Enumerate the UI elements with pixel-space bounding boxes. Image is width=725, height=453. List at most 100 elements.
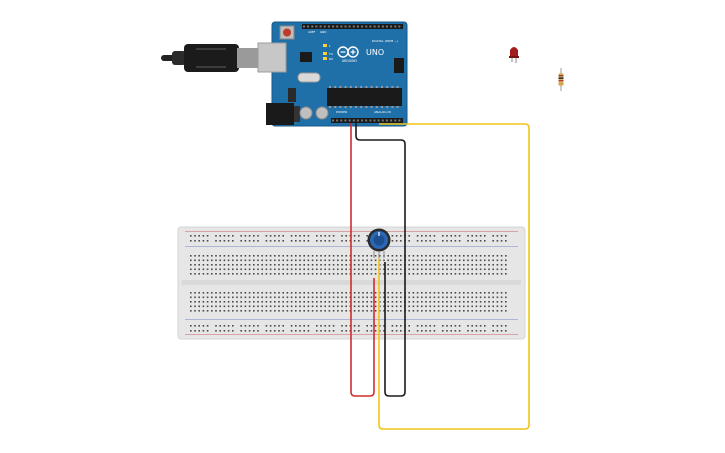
breadboard-hole[interactable] — [412, 268, 415, 271]
header-pin[interactable] — [348, 25, 351, 28]
breadboard-hole[interactable] — [412, 301, 415, 303]
rail-hole[interactable] — [324, 325, 326, 327]
breadboard-hole[interactable] — [429, 292, 431, 294]
rail-hole[interactable] — [328, 330, 331, 332]
breadboard-hole[interactable] — [496, 310, 499, 312]
breadboard-hole[interactable] — [374, 255, 377, 257]
breadboard-hole[interactable] — [211, 264, 213, 266]
breadboard-hole[interactable] — [341, 264, 343, 266]
breadboard-hole[interactable] — [446, 296, 448, 299]
rail-hole[interactable] — [492, 325, 494, 327]
header-pin[interactable] — [319, 25, 322, 28]
rail-hole[interactable] — [395, 330, 398, 332]
rail-hole[interactable] — [307, 325, 310, 327]
rail-hole[interactable] — [257, 235, 259, 237]
breadboard-hole[interactable] — [202, 264, 205, 266]
breadboard-hole[interactable] — [257, 264, 259, 266]
rail-hole[interactable] — [219, 235, 221, 237]
breadboard-hole[interactable] — [391, 301, 394, 303]
rail-hole[interactable] — [341, 330, 343, 332]
breadboard-hole[interactable] — [240, 273, 242, 275]
breadboard-hole[interactable] — [383, 268, 385, 271]
breadboard-hole[interactable] — [458, 305, 461, 308]
breadboard-hole[interactable] — [370, 310, 373, 312]
breadboard-hole[interactable] — [391, 273, 394, 275]
breadboard-hole[interactable] — [437, 268, 440, 271]
breadboard-hole[interactable] — [437, 305, 440, 308]
breadboard-hole[interactable] — [446, 264, 448, 266]
breadboard-hole[interactable] — [492, 292, 494, 294]
breadboard-hole[interactable] — [475, 296, 478, 299]
rail-hole[interactable] — [248, 235, 251, 237]
breadboard-hole[interactable] — [257, 255, 259, 257]
breadboard-hole[interactable] — [458, 259, 461, 262]
breadboard-hole[interactable] — [265, 310, 268, 312]
rail-hole[interactable] — [500, 330, 503, 332]
rail-hole[interactable] — [400, 240, 402, 242]
breadboard-hole[interactable] — [320, 296, 322, 299]
breadboard-hole[interactable] — [240, 305, 242, 308]
breadboard-hole[interactable] — [223, 296, 226, 299]
resistor[interactable] — [558, 68, 564, 91]
breadboard-hole[interactable] — [290, 268, 293, 271]
breadboard-hole[interactable] — [307, 255, 310, 257]
rail-hole[interactable] — [328, 325, 331, 327]
breadboard-hole[interactable] — [496, 296, 499, 299]
breadboard-hole[interactable] — [492, 273, 494, 275]
rail-hole[interactable] — [215, 240, 217, 242]
rail-hole[interactable] — [190, 235, 192, 237]
breadboard-hole[interactable] — [236, 296, 238, 299]
breadboard-hole[interactable] — [190, 296, 192, 299]
rail-hole[interactable] — [395, 325, 398, 327]
breadboard-hole[interactable] — [257, 273, 259, 275]
breadboard-hole[interactable] — [244, 255, 247, 257]
breadboard-hole[interactable] — [190, 264, 192, 266]
breadboard-hole[interactable] — [425, 292, 427, 294]
rail-hole[interactable] — [320, 240, 322, 242]
breadboard-hole[interactable] — [337, 301, 339, 303]
breadboard-hole[interactable] — [299, 255, 301, 257]
breadboard-hole[interactable] — [408, 264, 410, 266]
breadboard-hole[interactable] — [353, 301, 356, 303]
breadboard-hole[interactable] — [374, 296, 377, 299]
breadboard-hole[interactable] — [328, 259, 331, 262]
rail-hole[interactable] — [253, 325, 255, 327]
breadboard-hole[interactable] — [391, 268, 394, 271]
breadboard-hole[interactable] — [211, 301, 213, 303]
rail-hole[interactable] — [198, 325, 200, 327]
breadboard-hole[interactable] — [337, 264, 339, 266]
breadboard-hole[interactable] — [505, 305, 507, 308]
breadboard-hole[interactable] — [505, 259, 507, 262]
breadboard-hole[interactable] — [429, 264, 431, 266]
breadboard-hole[interactable] — [387, 259, 389, 262]
rail-hole[interactable] — [479, 330, 482, 332]
breadboard-hole[interactable] — [244, 268, 247, 271]
breadboard-hole[interactable] — [311, 305, 314, 308]
breadboard-hole[interactable] — [278, 264, 280, 266]
breadboard-hole[interactable] — [295, 305, 297, 308]
breadboard-hole[interactable] — [265, 305, 268, 308]
breadboard-hole[interactable] — [248, 273, 251, 275]
breadboard-hole[interactable] — [299, 310, 301, 312]
breadboard-hole[interactable] — [387, 310, 389, 312]
breadboard-hole[interactable] — [370, 301, 373, 303]
rail-hole[interactable] — [433, 330, 436, 332]
rail-hole[interactable] — [295, 325, 297, 327]
header-pin[interactable] — [344, 119, 347, 122]
breadboard-hole[interactable] — [227, 259, 230, 262]
breadboard-hole[interactable] — [458, 310, 461, 312]
breadboard-hole[interactable] — [479, 259, 482, 262]
breadboard-hole[interactable] — [324, 310, 326, 312]
rail-hole[interactable] — [290, 330, 293, 332]
breadboard-hole[interactable] — [463, 310, 465, 312]
breadboard-hole[interactable] — [458, 255, 461, 257]
rail-hole[interactable] — [370, 325, 373, 327]
breadboard-hole[interactable] — [286, 296, 289, 299]
rail-hole[interactable] — [408, 235, 410, 237]
breadboard-hole[interactable] — [391, 259, 394, 262]
rail-hole[interactable] — [248, 330, 251, 332]
rail-hole[interactable] — [458, 330, 461, 332]
breadboard-hole[interactable] — [274, 301, 276, 303]
breadboard-hole[interactable] — [446, 301, 448, 303]
rail-hole[interactable] — [269, 325, 272, 327]
